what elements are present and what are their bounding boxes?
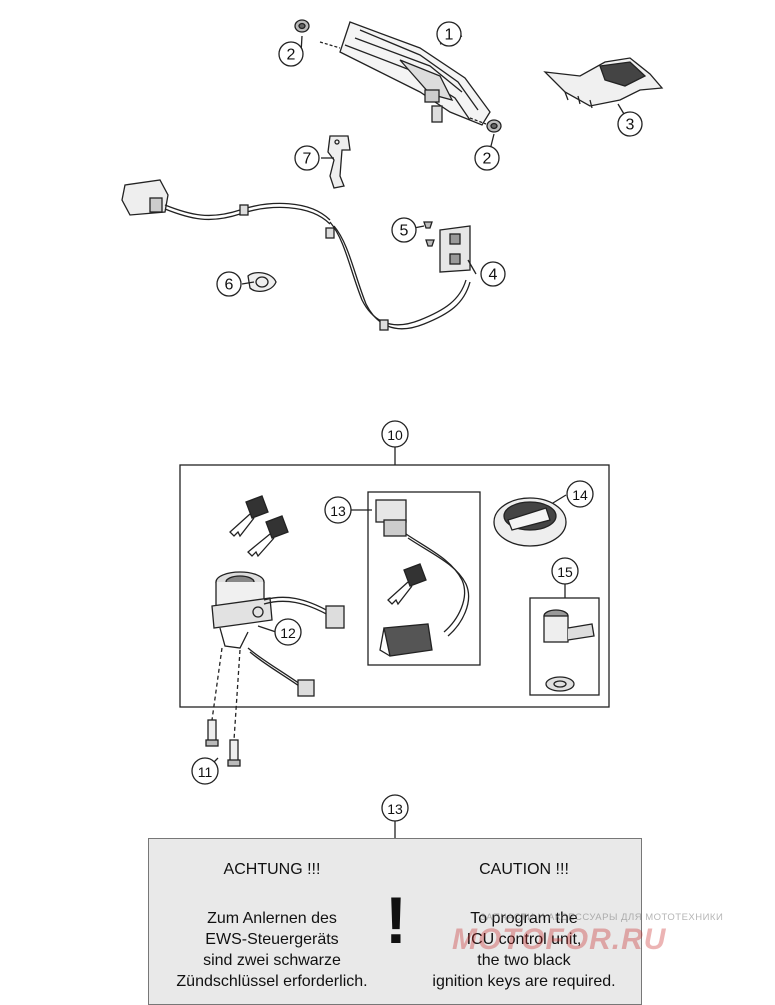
ignition-key-part: [387, 563, 427, 606]
notice-german: ACHTUNG !!! Zum Anlernen des EWS-Steuerg…: [157, 839, 387, 992]
callout-label-3: 3: [626, 117, 635, 134]
kit-box-frame: [179, 464, 610, 708]
bolt-part: [205, 719, 219, 747]
notice-heading-english: CAUTION !!!: [479, 861, 569, 878]
notice-heading-german: ACHTUNG !!!: [223, 861, 321, 878]
screw-part: [423, 221, 435, 247]
notice-line: To program the: [470, 910, 578, 927]
wiring-harness-part: [121, 179, 471, 331]
ignition-key-part: [229, 495, 269, 538]
sub-kit-frame-13: [367, 491, 481, 666]
callout-label-4: 4: [489, 267, 498, 284]
cable-clip-part: [247, 271, 277, 293]
exclamation-icon: !: [385, 883, 407, 957]
rubber-grommet-part: [486, 119, 502, 133]
sub-kit-frame-15: [529, 597, 600, 696]
callout-label-15: 15: [557, 564, 573, 580]
notice-line: the two black: [477, 952, 571, 969]
notice-line: ICU control unit,: [466, 931, 582, 948]
callout-label-13: 13: [387, 801, 403, 817]
callout-label-1: 1: [445, 27, 454, 44]
callout-label-10: 10: [387, 427, 403, 443]
notice-line: ignition keys are required.: [432, 973, 616, 990]
callout-label-5: 5: [400, 223, 409, 240]
bolt-part: [227, 739, 241, 767]
callout-label-11: 11: [198, 764, 213, 780]
instrument-cluster-part: [319, 21, 491, 126]
control-unit-part: [375, 499, 470, 657]
ignition-lock-part: [211, 571, 345, 741]
callout-label-7: 7: [303, 151, 312, 168]
callout-label-14: 14: [572, 487, 588, 503]
callout-label-6: 6: [225, 277, 234, 294]
rubber-grommet-part: [294, 19, 310, 33]
notice-line: EWS-Steuergeräts: [205, 931, 339, 948]
instrument-cover-part: [543, 57, 664, 109]
callout-label-2: 2: [287, 47, 296, 64]
antenna-part: [439, 225, 471, 273]
tank-cap-part: [493, 497, 567, 547]
bracket-part: [327, 135, 351, 189]
callout-label-12: 12: [280, 625, 296, 641]
notice-english: CAUTION !!! To program the ICU control u…: [409, 839, 639, 992]
notice-line: sind zwei schwarze: [203, 952, 341, 969]
notice-line: Zum Anlernen des: [207, 910, 337, 927]
leader-lines: [204, 35, 631, 838]
callout-circles: [191, 21, 643, 822]
callout-label-2: 2: [483, 151, 492, 168]
callout-label-13: 13: [330, 503, 346, 519]
notice-line: Zündschlüssel erforderlich.: [176, 973, 368, 990]
seat-lock-part: [543, 609, 595, 692]
caution-notice-panel: ACHTUNG !!! Zum Anlernen des EWS-Steuerg…: [148, 838, 642, 1005]
ignition-key-part: [247, 515, 289, 558]
